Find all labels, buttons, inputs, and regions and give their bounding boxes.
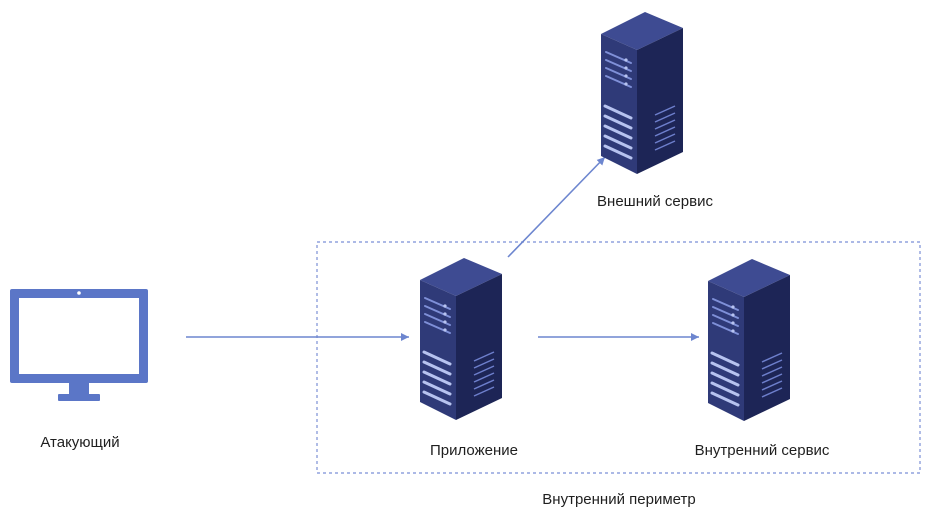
application-server-icon — [418, 256, 504, 422]
application-label: Приложение — [430, 442, 518, 459]
external-service-label: Внешний сервис — [597, 193, 713, 210]
internal-service-label: Внутренний сервис — [694, 442, 830, 459]
monitor-icon — [10, 289, 148, 401]
arrow-application-to-external-service — [507, 156, 606, 258]
perimeter-label: Внутренний периметр — [542, 491, 696, 508]
internal-perimeter-boundary — [316, 241, 921, 474]
attacker-label: Атакующий — [40, 434, 120, 451]
internal-service-server-icon — [706, 257, 792, 423]
external-service-server-icon — [599, 10, 685, 176]
